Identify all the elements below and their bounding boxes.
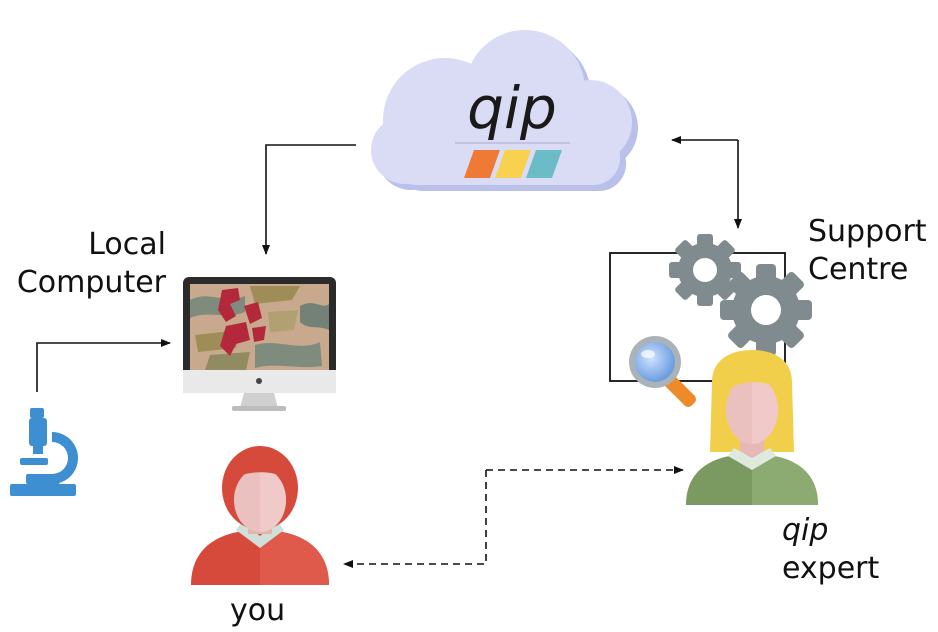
support-centre-line2: Centre	[808, 252, 909, 287]
local-computer-label: Local Computer	[0, 226, 166, 302]
monitor-icon	[183, 277, 336, 411]
support-centre-label: Support Centre	[808, 213, 927, 289]
local-computer-line1: Local	[88, 227, 166, 262]
arrow-cloud-support	[671, 136, 742, 229]
cloud-icon: qip	[371, 30, 638, 191]
user-icon	[191, 446, 329, 585]
cloud-brand-text: qip	[467, 74, 557, 142]
local-computer-line2: Computer	[16, 265, 166, 300]
support-centre-line1: Support	[808, 214, 927, 249]
expert-user-icon	[686, 350, 818, 505]
stripe-teal	[526, 150, 562, 178]
magnifier-icon	[629, 336, 697, 408]
you-label: you	[230, 593, 286, 628]
stripe-yellow	[495, 150, 531, 178]
microscope-icon	[10, 408, 78, 496]
expert-text: expert	[782, 551, 880, 586]
stripe-orange	[464, 150, 500, 178]
arrow-cloud-to-computer	[262, 144, 356, 255]
dashed-arrow-you-expert	[343, 466, 684, 568]
gear-icon	[669, 234, 812, 356]
expert-label: qip expert	[782, 512, 879, 588]
arrow-microscope-to-computer	[36, 339, 171, 392]
expert-brand: qip	[782, 513, 829, 548]
